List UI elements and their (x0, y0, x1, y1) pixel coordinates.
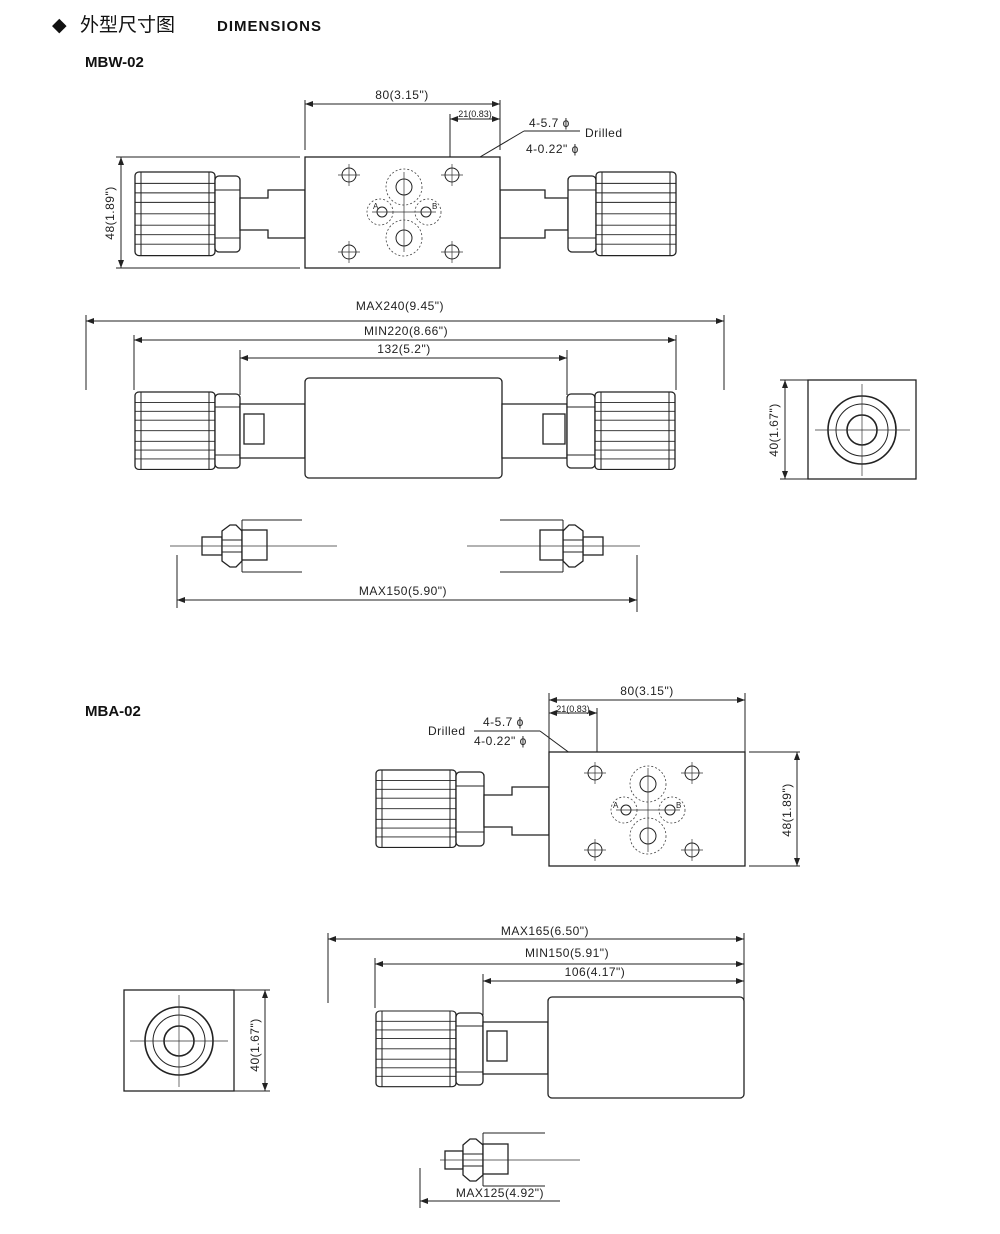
mbw-knob-span: 132(5.2") (377, 342, 430, 356)
mba-min-length: MIN150(5.91") (525, 946, 609, 960)
mba-port-b: B (676, 801, 681, 810)
mba-height: 48(1.89") (780, 783, 794, 836)
header-title-cn: 外型尺寸图 (80, 14, 175, 36)
mba-end-height: 40(1.67") (248, 1018, 262, 1071)
header-bullet: ◆ (52, 14, 67, 36)
mbw-side-view: MAX240(9.45") MIN220(8.66") 132(5.2") (85, 299, 725, 479)
mbw-top-width: 80(3.15") (375, 88, 428, 102)
mbw-removal-view: MAX150(5.90") (170, 519, 640, 612)
mbw-max-length: MAX240(9.45") (356, 299, 444, 313)
mbw-port-a: A (373, 202, 379, 211)
mbw-hole-note-2: 4-0.22" ϕ (526, 142, 579, 156)
mba-model-label: MBA-02 (85, 703, 141, 720)
mbw-end-height: 40(1.67") (767, 403, 781, 456)
mba-side-view: MAX165(6.50") MIN150(5.91") 106(4.17") (327, 924, 745, 1099)
mba-knob-span: 106(4.17") (565, 965, 626, 979)
mbw-top-offset: 21(0.83) (458, 109, 492, 119)
mba-removal-length: MAX125(4.92") (456, 1186, 544, 1200)
mbw-height: 48(1.89") (103, 186, 117, 239)
mba-removal-view: MAX125(4.92") (419, 1132, 580, 1208)
mbw-end-view: 40(1.67") (767, 379, 917, 480)
mba-hole-note-2: 4-0.22" ϕ (474, 734, 527, 748)
mba-hole-note-drilled: Drilled (428, 724, 466, 738)
mba-top-view: 80(3.15") 21(0.83) Drilled 4-5.7 ϕ 4-0.2… (375, 684, 800, 867)
mbw-port-b: B (432, 202, 437, 211)
mbw-min-length: MIN220(8.66") (364, 324, 448, 338)
mba-top-width: 80(3.15") (620, 684, 673, 698)
mbw-model-label: MBW-02 (85, 54, 144, 71)
mba-max-length: MAX165(6.50") (501, 924, 589, 938)
mba-end-view: 40(1.67") (123, 989, 270, 1092)
mba-top-offset: 21(0.83) (556, 704, 590, 714)
mbw-top-view: 80(3.15") 21(0.83) 4-5.7 ϕ Drilled 4-0.2… (103, 88, 677, 269)
mba-port-a: A (613, 801, 619, 810)
mbw-removal-length: MAX150(5.90") (359, 584, 447, 598)
header-title-en: DIMENSIONS (217, 18, 322, 35)
mba-hole-note-1: 4-5.7 ϕ (483, 715, 524, 729)
mbw-hole-note-1: 4-5.7 ϕ (529, 116, 570, 130)
mbw-hole-note-drilled: Drilled (585, 126, 623, 140)
